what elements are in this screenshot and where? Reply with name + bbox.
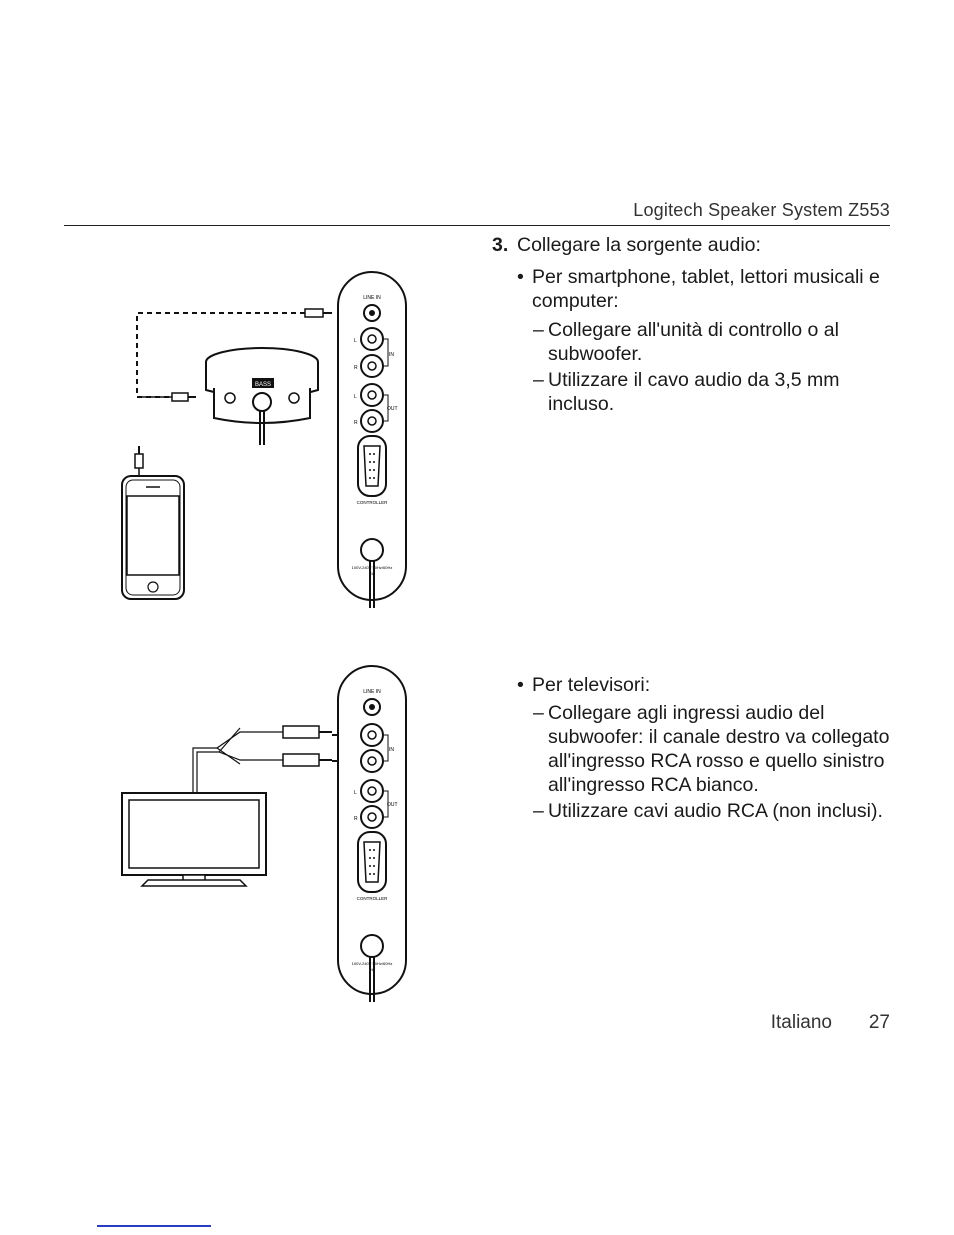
bottom-rule — [97, 1225, 211, 1227]
smartphone-icon — [121, 475, 185, 600]
dash-mark: – — [533, 702, 544, 724]
bullet-item: • Per smartphone, tablet, lettori musica… — [492, 265, 892, 313]
section-1: 3. Collegare la sorgente audio: • Per sm… — [492, 233, 892, 416]
dash-mark: – — [533, 800, 544, 822]
dash-text: Collegare all'unità di controllo o al su… — [548, 319, 839, 365]
control-pod-icon: BASS — [205, 347, 319, 445]
plug-icon — [140, 392, 196, 402]
bullet-mark: • — [517, 266, 524, 288]
r-label: R — [354, 365, 358, 371]
bullet-text: Per televisori: — [532, 674, 651, 696]
controller-port-icon — [357, 831, 387, 893]
out-label: OUT — [387, 802, 398, 808]
r-label: R — [354, 420, 358, 426]
rca-jack-icon — [360, 805, 384, 829]
rca-jack-icon — [360, 723, 384, 747]
in-label: IN — [389, 352, 394, 358]
controller-label: CONTROLLER — [357, 896, 389, 901]
rca-jack-icon — [360, 383, 384, 407]
dash-mark: – — [533, 319, 544, 341]
line-in-label: LINE IN — [363, 689, 381, 695]
rca-jack-icon — [360, 354, 384, 378]
dash-item: – Collegare agli ingressi audio del subw… — [492, 701, 892, 797]
power-label: 100V-240V 50Hz/60Hz — [352, 961, 393, 966]
dash-item: – Collegare all'unità di controllo o al … — [492, 318, 892, 366]
in-label: IN — [389, 747, 394, 753]
plug-icon — [134, 446, 144, 476]
power-label-2: 2A — [370, 571, 375, 576]
rca-plug-icon — [282, 753, 332, 767]
dash-mark: – — [533, 369, 544, 391]
rca-jack-icon — [360, 409, 384, 433]
header-rule — [64, 225, 890, 226]
bass-label: BASS — [255, 382, 271, 388]
dash-text: Utilizzare il cavo audio da 3,5 mm inclu… — [548, 369, 840, 415]
rca-jack-icon — [360, 749, 384, 773]
rca-jack-icon — [360, 779, 384, 803]
out-label: OUT — [387, 406, 398, 412]
step-text: Collegare la sorgente audio: — [517, 234, 761, 256]
subwoofer-rear-panel: LINE IN L R IN OUT CONTROLLER 100V-240V … — [337, 665, 407, 1002]
illustration-tv-connection: LINE IN L R IN OUT CONTROLLER 100V-240V … — [121, 665, 407, 1002]
rca-plug-icon — [282, 725, 332, 739]
power-label-2: 2A — [370, 967, 375, 972]
l-label: L — [354, 338, 357, 344]
header-title: Logitech Speaker System Z553 — [633, 200, 890, 220]
line-in-label: LINE IN — [363, 295, 381, 301]
l-label: L — [354, 790, 357, 796]
bullet-text: Per smartphone, tablet, lettori musicali… — [532, 266, 880, 312]
dash-item: – Utilizzare cavi audio RCA (non inclusi… — [492, 799, 892, 823]
dash-item: – Utilizzare il cavo audio da 3,5 mm inc… — [492, 368, 892, 416]
dash-text: Utilizzare cavi audio RCA (non inclusi). — [548, 800, 883, 822]
plug-icon — [304, 308, 332, 318]
step-number: 3. — [492, 234, 509, 256]
bullet-item: • Per televisori: — [492, 673, 892, 697]
illustration-smartphone-connection: BASS LINE IN L R L R IN OUT — [121, 271, 407, 608]
tv-icon — [121, 792, 267, 887]
controller-port-icon — [357, 435, 387, 497]
subwoofer-rear-panel: LINE IN L R L R IN OUT CONTROLLER 100V-2… — [337, 271, 407, 608]
step-3: 3. Collegare la sorgente audio: — [492, 233, 892, 257]
section-2: • Per televisori: – Collegare agli ingre… — [492, 673, 892, 823]
dash-text: Collegare agli ingressi audio del subwoo… — [548, 702, 890, 796]
controller-label: CONTROLLER — [357, 500, 389, 505]
l-label: L — [354, 394, 357, 400]
power-label: 100V-240V 50Hz/60Hz — [352, 565, 393, 570]
rca-jack-icon — [360, 327, 384, 351]
bullet-mark: • — [517, 674, 524, 696]
r-label: R — [354, 816, 358, 822]
footer-language: Italiano — [770, 1012, 832, 1033]
page-number: 27 — [868, 1012, 890, 1033]
